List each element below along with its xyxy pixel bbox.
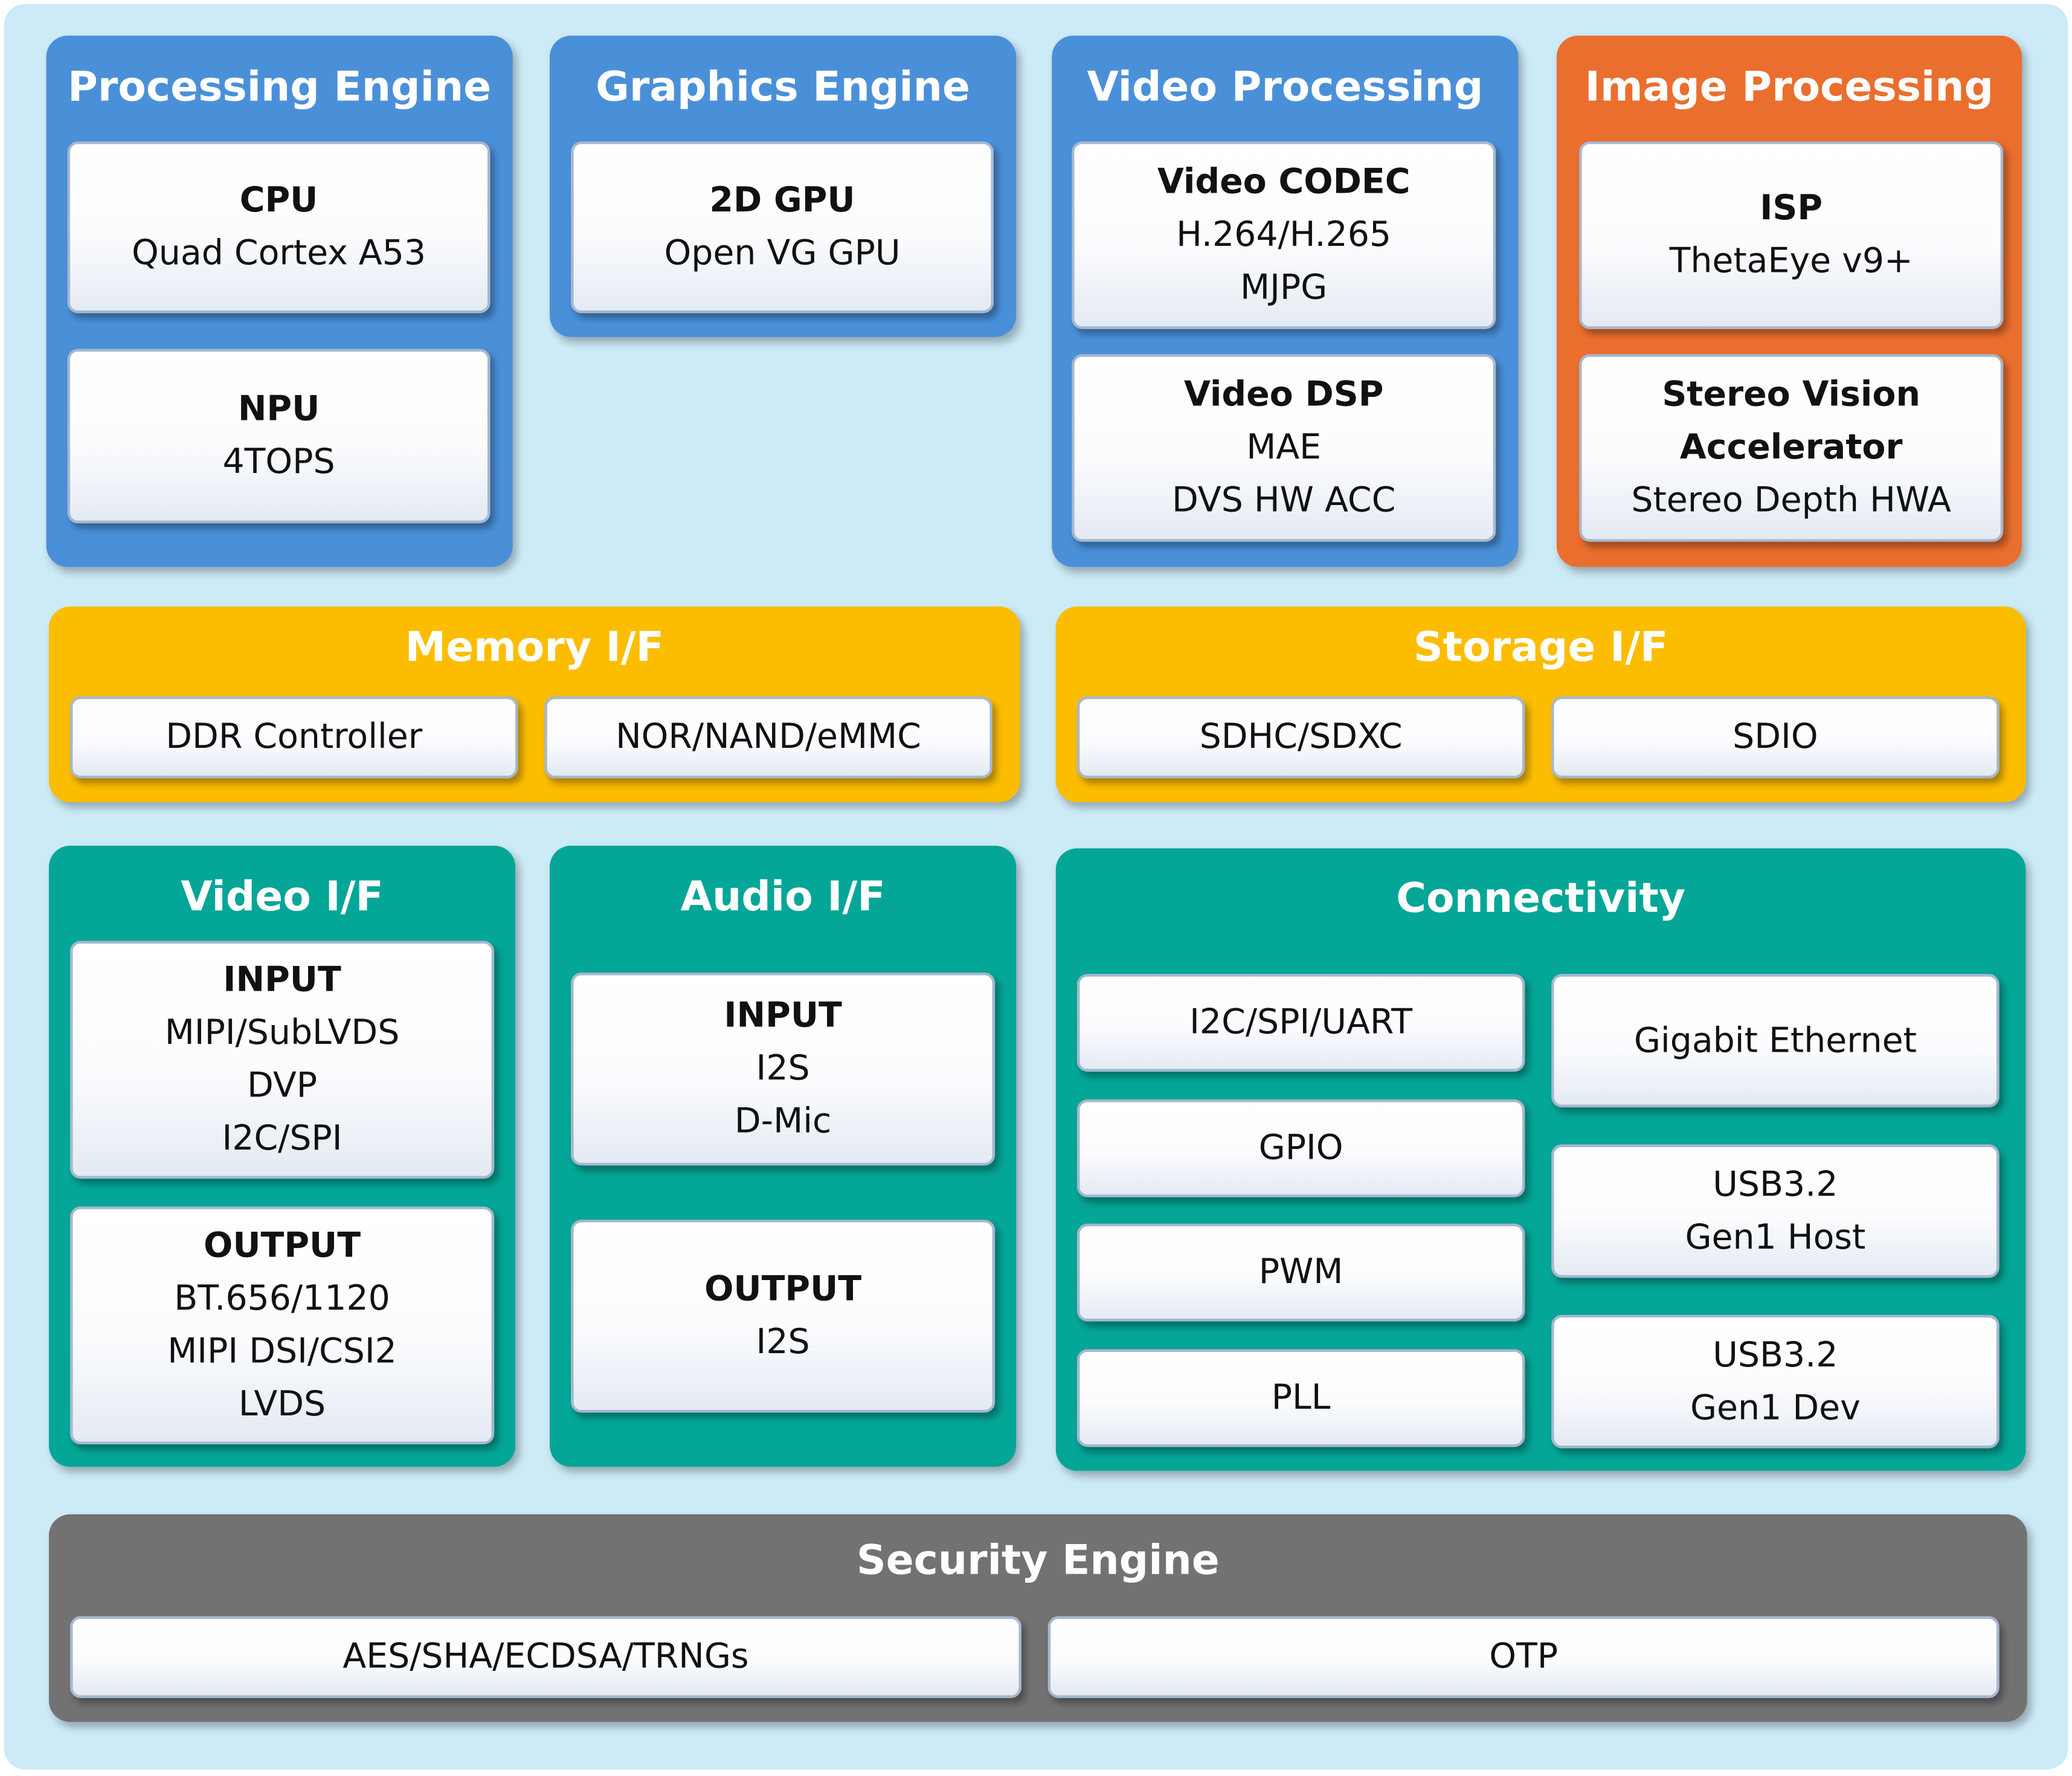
video-input-block: INPUT MIPI/SubLVDS DVP I2C/SPI [69,941,495,1179]
video-output-line3: LVDS [238,1385,326,1425]
nor-nand-emmc-block: NOR/NAND/eMMC [544,696,993,779]
npu-block: NPU 4TOPS [67,349,491,524]
video-codec-block: Video CODEC H.264/H.265 MJPG [1072,141,1496,329]
usb-host-block: USB3.2 Gen1 Host [1551,1144,2000,1278]
pll-label: PLL [1271,1378,1331,1418]
storage-if-title: Storage I/F [1413,623,1668,672]
pll-block: PLL [1076,1349,1525,1447]
video-dsp-label: Video DSP [1183,375,1384,415]
sdhc-sdxc-block: SDHC/SDXC [1076,696,1525,779]
ddr-controller-label: DDR Controller [166,717,423,758]
gigabit-ethernet-label: Gigabit Ethernet [1633,1020,1917,1061]
isp-detail: ThetaEye v9+ [1669,242,1913,282]
usb-dev-block: USB3.2 Gen1 Dev [1551,1314,2000,1449]
stereo-vision-block: Stereo Vision Accelerator Stereo Depth H… [1579,354,2004,542]
video-output-label: OUTPUT [204,1226,361,1266]
video-input-line2: DVP [247,1066,318,1106]
security-engine-title: Security Engine [856,1537,1220,1585]
video-input-label: INPUT [223,960,341,1000]
otp-label: OTP [1489,1637,1559,1677]
graphics-engine-group: Graphics Engine 2D GPU Open VG GPU [550,36,1017,337]
video-processing-title: Video Processing [1087,63,1484,111]
i2c-spi-uart-label: I2C/SPI/UART [1189,1003,1412,1043]
gpu-block: 2D GPU Open VG GPU [571,141,994,314]
video-if-title: Video I/F [181,873,384,921]
video-input-line1: MIPI/SubLVDS [164,1013,400,1054]
memory-if-group: Memory I/F DDR Controller NOR/NAND/eMMC [48,606,1020,802]
npu-detail: 4TOPS [222,442,335,483]
otp-block: OTP [1047,1616,2000,1698]
gpio-block: GPIO [1076,1099,1525,1197]
audio-output-label: OUTPUT [704,1270,862,1310]
video-codec-line1: H.264/H.265 [1176,215,1392,256]
ddr-controller-block: DDR Controller [69,696,518,779]
gigabit-ethernet-block: Gigabit Ethernet [1551,974,2000,1108]
image-processing-group: Image Processing ISP ThetaEye v9+ Stereo… [1556,36,2022,567]
audio-input-block: INPUT I2S D-Mic [571,973,996,1166]
sdio-block: SDIO [1551,696,2000,779]
gpu-detail: Open VG GPU [664,234,901,274]
audio-input-label: INPUT [724,996,842,1036]
nor-nand-emmc-label: NOR/NAND/eMMC [616,717,921,758]
video-input-line3: I2C/SPI [222,1119,343,1159]
isp-label: ISP [1760,188,1823,229]
video-dsp-block: Video DSP MAE DVS HW ACC [1072,354,1496,542]
security-engine-group: Security Engine AES/SHA/ECDSA/TRNGs OTP [48,1514,2027,1722]
audio-input-line2: D-Mic [734,1102,832,1142]
stereo-vision-label-line1: Stereo Vision [1662,375,1920,415]
cpu-detail: Quad Cortex A53 [132,234,426,274]
video-codec-line2: MJPG [1240,268,1328,308]
processing-engine-group: Processing Engine CPU Quad Cortex A53 NP… [46,36,513,567]
video-processing-group: Video Processing Video CODEC H.264/H.265… [1052,36,1519,567]
npu-label: NPU [237,390,320,430]
connectivity-title: Connectivity [1396,875,1686,922]
audio-if-title: Audio I/F [680,873,886,921]
image-processing-title: Image Processing [1585,63,1994,111]
connectivity-group: Connectivity I2C/SPI/UART GPIO PWM PLL G… [1055,848,2026,1471]
video-if-group: Video I/F INPUT MIPI/SubLVDS DVP I2C/SPI… [48,846,516,1467]
audio-output-block: OUTPUT I2S [571,1220,996,1413]
usb-dev-line1: USB3.2 [1713,1335,1838,1375]
usb-dev-line2: Gen1 Dev [1690,1388,1861,1428]
stereo-vision-label-line2: Accelerator [1679,428,1903,468]
isp-block: ISP ThetaEye v9+ [1579,141,2004,329]
video-output-line1: BT.656/1120 [174,1279,390,1319]
video-dsp-line1: MAE [1246,428,1322,468]
video-dsp-line2: DVS HW ACC [1172,481,1396,521]
i2c-spi-uart-block: I2C/SPI/UART [1076,974,1525,1072]
storage-if-group: Storage I/F SDHC/SDXC SDIO [1055,606,2026,802]
usb-host-line1: USB3.2 [1713,1165,1838,1205]
aes-sha-block: AES/SHA/ECDSA/TRNGs [69,1616,1022,1698]
video-codec-label: Video CODEC [1157,162,1411,202]
sdhc-sdxc-label: SDHC/SDXC [1199,717,1403,758]
aes-sha-label: AES/SHA/ECDSA/TRNGs [343,1637,749,1677]
sdio-label: SDIO [1733,717,1818,758]
audio-if-group: Audio I/F INPUT I2S D-Mic OUTPUT I2S [550,846,1017,1467]
cpu-label: CPU [239,181,318,221]
video-output-line2: MIPI DSI/CSI2 [167,1332,397,1372]
stereo-vision-detail: Stereo Depth HWA [1631,481,1951,521]
pwm-label: PWM [1258,1252,1343,1293]
audio-input-line1: I2S [756,1049,810,1089]
pwm-block: PWM [1076,1223,1525,1322]
gpu-label: 2D GPU [709,181,855,221]
memory-if-title: Memory I/F [405,623,664,672]
gpio-label: GPIO [1258,1128,1343,1168]
graphics-engine-title: Graphics Engine [596,63,970,111]
cpu-block: CPU Quad Cortex A53 [67,141,491,314]
audio-output-line1: I2S [756,1322,810,1363]
usb-host-line2: Gen1 Host [1685,1217,1866,1258]
processing-engine-title: Processing Engine [68,63,492,111]
video-output-block: OUTPUT BT.656/1120 MIPI DSI/CSI2 LVDS [69,1206,495,1444]
